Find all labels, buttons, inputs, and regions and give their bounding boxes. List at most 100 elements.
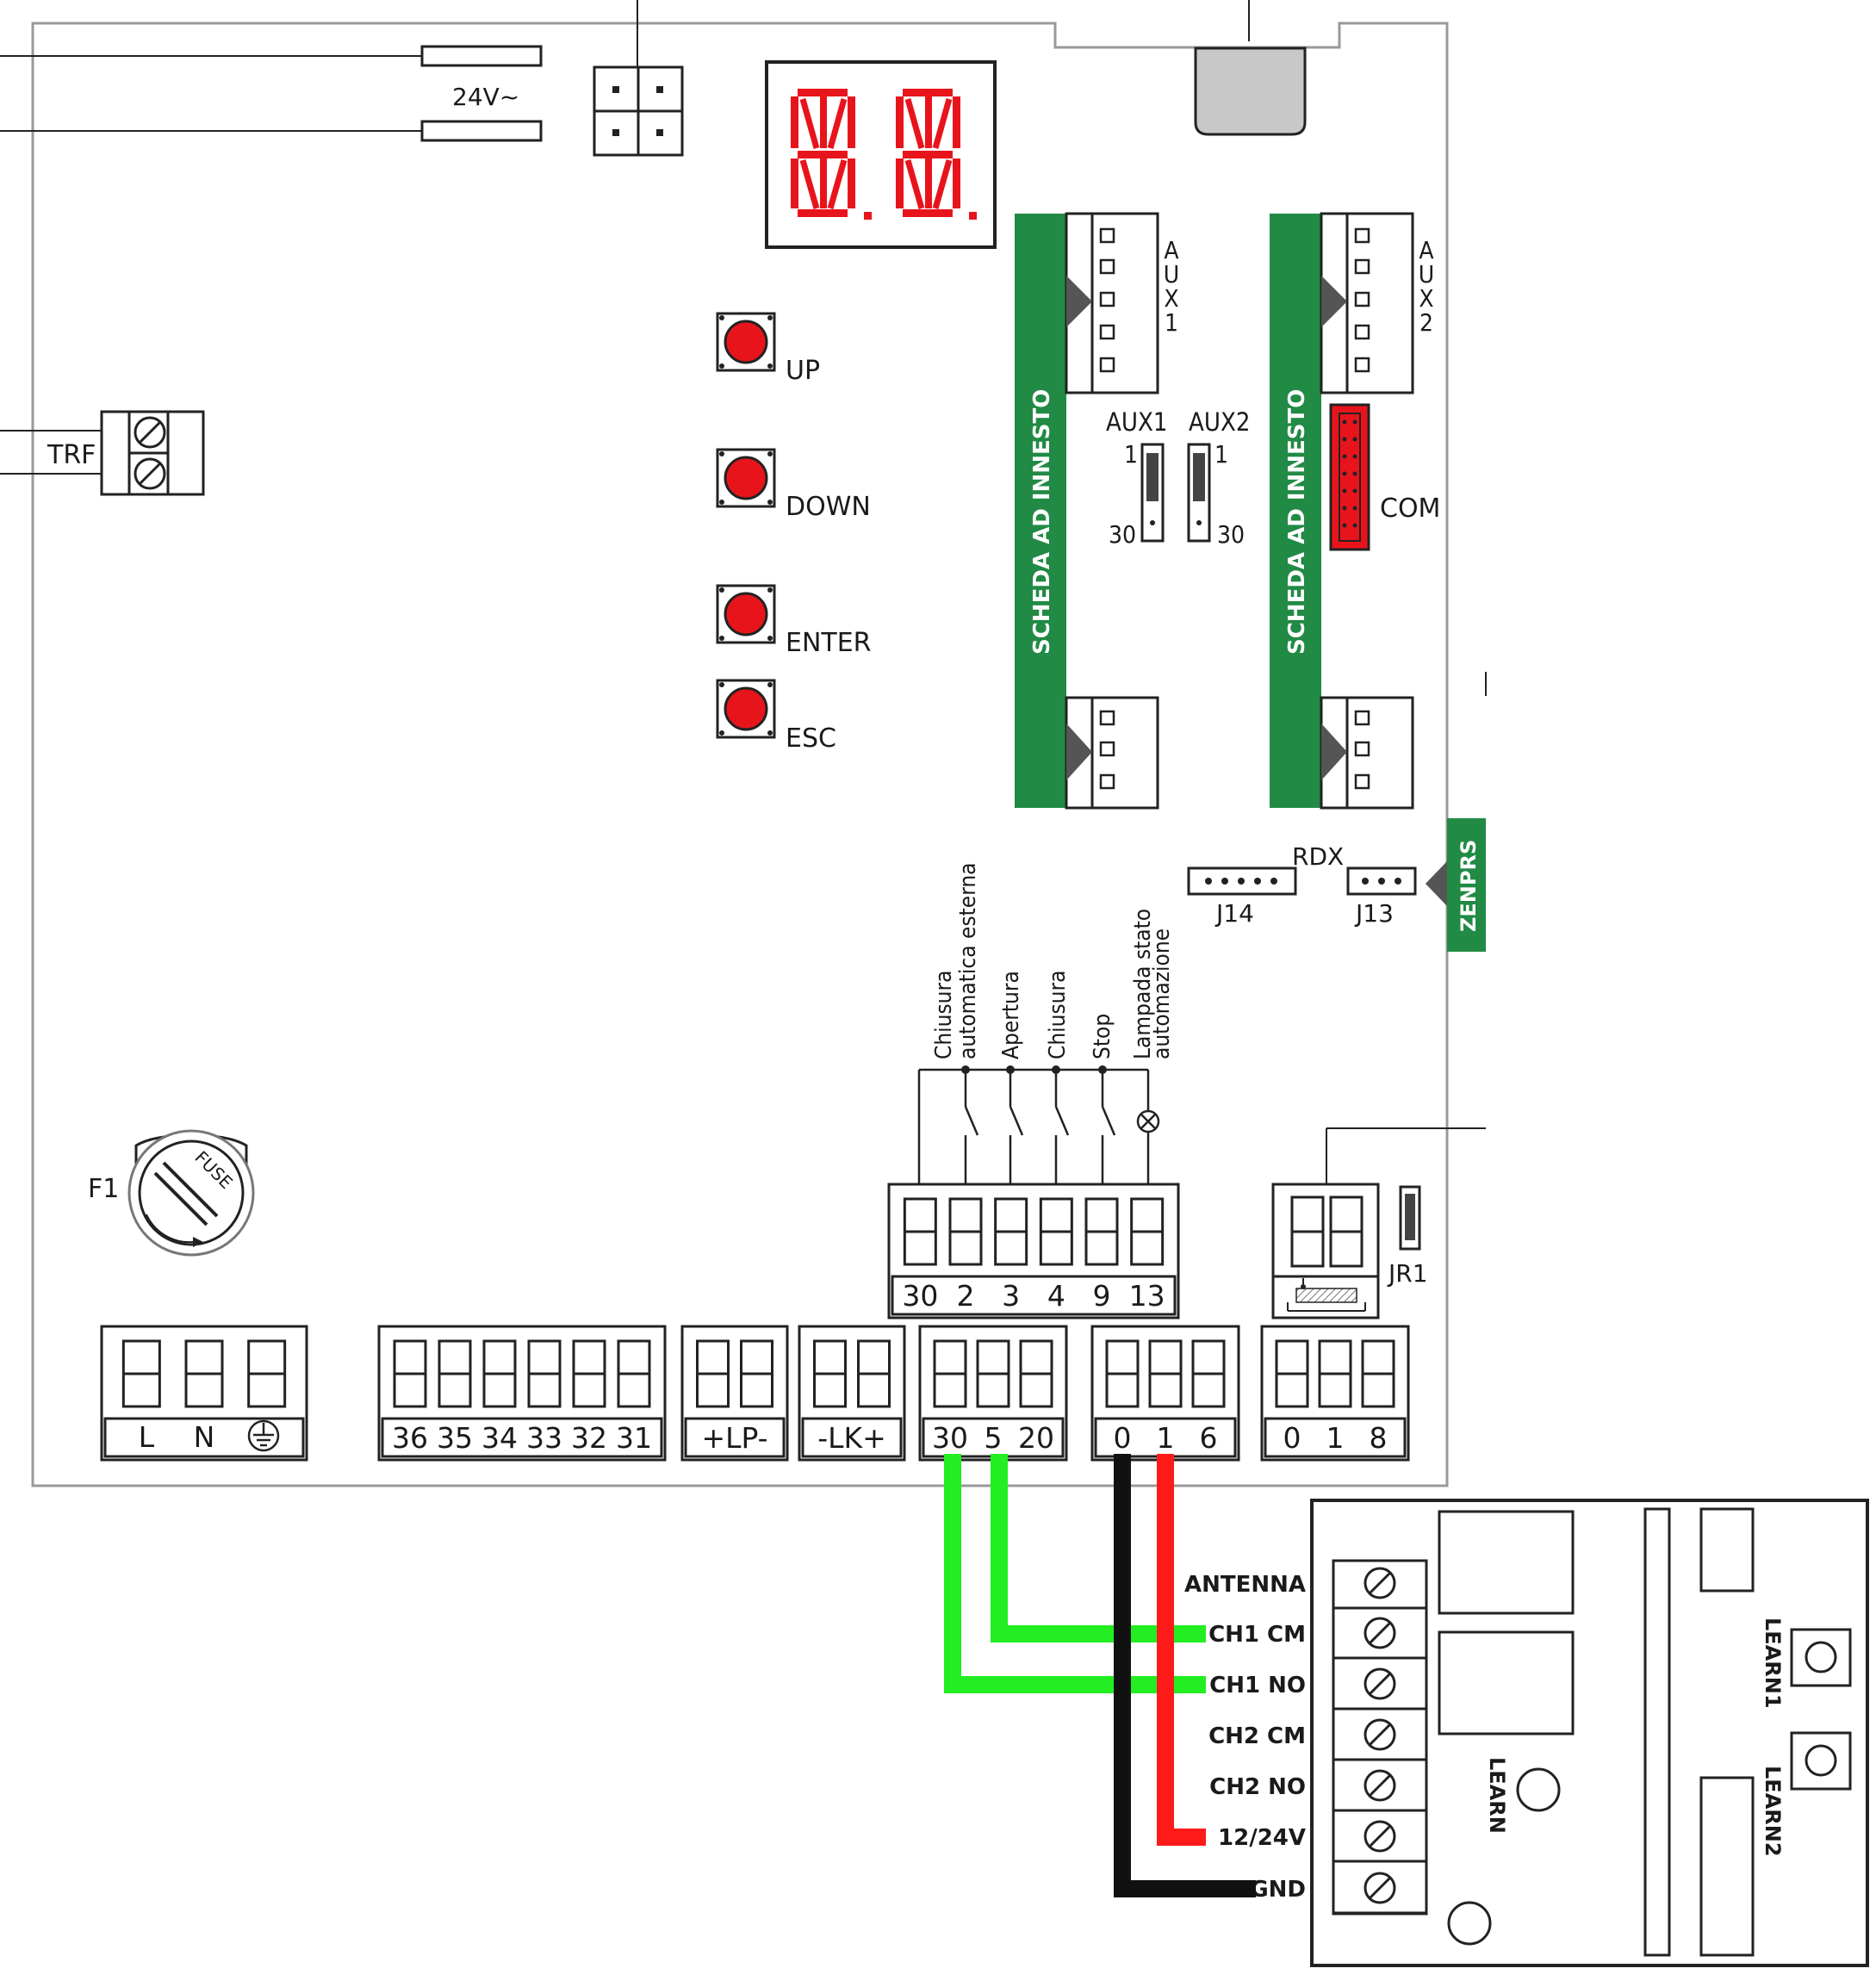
terminal-label: -LK+ xyxy=(817,1421,886,1455)
aux-pin xyxy=(1354,357,1370,373)
terminal-block-power xyxy=(100,1325,308,1462)
j14-connector xyxy=(1187,866,1297,896)
display-segment xyxy=(820,158,827,208)
plug-board-2-label: SCHEDA AD INNESTO xyxy=(1284,389,1310,655)
display-segment xyxy=(904,98,925,149)
com-label: COM xyxy=(1380,494,1440,524)
display-segment xyxy=(827,98,848,149)
terminal-label: +LP- xyxy=(701,1421,767,1455)
display-segment xyxy=(820,96,827,148)
input-auto-close-line2: automatica esterna xyxy=(955,862,981,1059)
top-component xyxy=(1194,47,1307,136)
display-segment xyxy=(904,159,925,209)
aux-pin xyxy=(1099,324,1115,340)
j13-connector xyxy=(1346,866,1417,896)
enter-button[interactable] xyxy=(716,584,776,644)
com-pin xyxy=(1342,471,1347,476)
svg-text:N: N xyxy=(194,1420,215,1454)
input-close: Chiusura xyxy=(1045,971,1071,1059)
com-pin xyxy=(1342,488,1347,494)
ground-icon xyxy=(247,1419,280,1452)
down-button[interactable] xyxy=(716,448,776,508)
com-pin xyxy=(1352,506,1357,511)
display-dot xyxy=(969,212,977,220)
esc-button[interactable] xyxy=(716,679,776,739)
com-pin xyxy=(1342,506,1347,511)
svg-text:L: L xyxy=(139,1420,155,1454)
aux-pin xyxy=(1099,741,1115,757)
jr1-label: JR1 xyxy=(1387,1259,1428,1288)
aux-pin xyxy=(1099,773,1115,790)
receiver-screw-terminal xyxy=(1333,1718,1426,1761)
terminal-block-30-5-20: 30 5 20 xyxy=(918,1325,1068,1462)
terminal-label: 35 xyxy=(437,1421,473,1455)
input-contact-dots xyxy=(961,1065,1107,1074)
aux-pin xyxy=(1099,258,1115,275)
aux1-jumper-label: AUX1 xyxy=(1106,407,1167,437)
terminal-block-lp: +LP- xyxy=(680,1325,789,1462)
terminal-label: 31 xyxy=(616,1421,652,1455)
plug-board-aux2 xyxy=(1270,212,1414,810)
terminal-label: 30 xyxy=(902,1279,938,1313)
aux-pin xyxy=(1354,773,1370,790)
display-segment xyxy=(848,96,855,148)
display-segment xyxy=(932,98,953,149)
terminal-label: 9 xyxy=(1093,1279,1111,1313)
zenprs-label: ZENPRS xyxy=(1457,840,1481,932)
receiver-screw-terminal xyxy=(1333,1769,1426,1812)
terminal-label: 30 xyxy=(932,1421,968,1455)
display-segment xyxy=(896,158,904,208)
aux-pin xyxy=(1099,357,1115,373)
terminal-label: 5 xyxy=(985,1421,1003,1455)
receiver-screw-terminal xyxy=(1333,1617,1426,1660)
fuse-label: F1 xyxy=(88,1174,119,1204)
terminal-label: 6 xyxy=(1200,1421,1218,1455)
terminal-label: 4 xyxy=(1047,1279,1065,1313)
display-segment xyxy=(848,158,855,208)
input-contacts xyxy=(917,1068,1160,1184)
display-segment xyxy=(791,158,798,208)
display-segment xyxy=(903,151,953,158)
receiver-learn1: LEARN1 xyxy=(1761,1618,1785,1709)
terminal-label: 1 xyxy=(1326,1421,1345,1455)
down-label: DOWN xyxy=(786,492,871,522)
aux-pin xyxy=(1099,291,1115,307)
aux2-vertical-label: A xyxy=(1419,236,1434,264)
plug-board-1-label: SCHEDA AD INNESTO xyxy=(1029,389,1055,655)
terminal-label: 1 xyxy=(1157,1421,1175,1455)
zenprs-board xyxy=(1426,818,1486,952)
jr1-jumper[interactable] xyxy=(1399,1185,1421,1251)
trf-label: TRF xyxy=(47,440,96,470)
terminal-label: 13 xyxy=(1129,1279,1165,1313)
aux1-vertical-label: X xyxy=(1164,284,1178,313)
com-pin xyxy=(1342,437,1347,442)
aux1-jumper-1: 1 xyxy=(1124,440,1138,469)
aux2-jumper-30: 30 xyxy=(1217,520,1245,549)
display-segment xyxy=(798,151,848,158)
trf-terminal xyxy=(100,410,205,496)
display-segment xyxy=(953,96,960,148)
black-wire xyxy=(1114,1454,1256,1897)
com-pin xyxy=(1342,454,1347,459)
aux2-vertical-label: X xyxy=(1419,284,1433,313)
up-button[interactable] xyxy=(716,312,776,372)
display-segment xyxy=(827,159,848,209)
j14-label: J14 xyxy=(1214,899,1254,928)
aux1-jumper-30: 30 xyxy=(1109,520,1136,549)
rdx-label: RDX xyxy=(1292,842,1344,871)
terminal-label: 2 xyxy=(957,1279,975,1313)
aux2-jumper-label: AUX2 xyxy=(1189,407,1250,437)
terminal-label: 32 xyxy=(571,1421,607,1455)
aux-jumpers[interactable] xyxy=(1140,443,1211,543)
terminal-label: 34 xyxy=(481,1421,518,1455)
terminal-label: 0 xyxy=(1114,1421,1132,1455)
display-segment xyxy=(799,98,820,149)
segment-display xyxy=(765,60,997,249)
input-stop: Stop xyxy=(1090,1014,1115,1059)
aux2-vertical-label: 2 xyxy=(1419,308,1433,337)
terminal-label: 20 xyxy=(1018,1421,1054,1455)
supply-connector xyxy=(420,45,543,142)
aux-pin xyxy=(1354,258,1370,275)
